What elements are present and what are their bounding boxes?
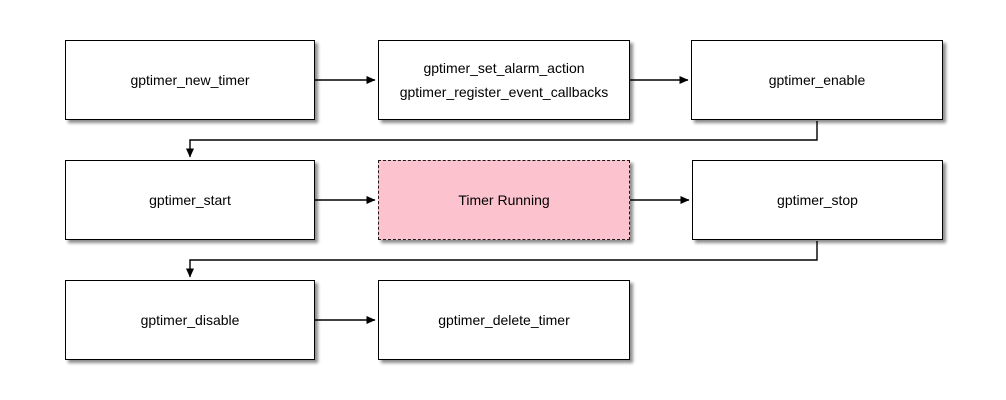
node-label-line1: gptimer_set_alarm_action <box>423 60 585 76</box>
node-label: gptimer_stop <box>777 192 858 208</box>
node-label: Timer Running <box>458 192 550 208</box>
node-label: gptimer_enable <box>768 72 866 88</box>
edge-stop-to-disable <box>186 241 818 278</box>
node-gptimer-enable: gptimer_enable <box>691 40 943 120</box>
node-gptimer-new-timer: gptimer_new_timer <box>65 40 315 120</box>
node-timer-running-state: Timer Running <box>378 160 630 240</box>
node-gptimer-disable: gptimer_disable <box>65 280 315 360</box>
node-label-line2: gptimer_register_event_callbacks <box>399 84 609 100</box>
node-gptimer-stop: gptimer_stop <box>692 160 943 240</box>
node-label: gptimer_new_timer <box>130 72 250 88</box>
node-label: gptimer_delete_timer <box>438 312 570 328</box>
edge-enable-to-start <box>186 121 818 158</box>
node-label: gptimer_disable <box>140 312 240 328</box>
node-gptimer-configure: gptimer_set_alarm_action gptimer_registe… <box>378 40 630 120</box>
node-gptimer-start: gptimer_start <box>65 160 315 240</box>
node-label: gptimer_start <box>149 192 231 208</box>
node-gptimer-delete-timer: gptimer_delete_timer <box>378 280 630 360</box>
